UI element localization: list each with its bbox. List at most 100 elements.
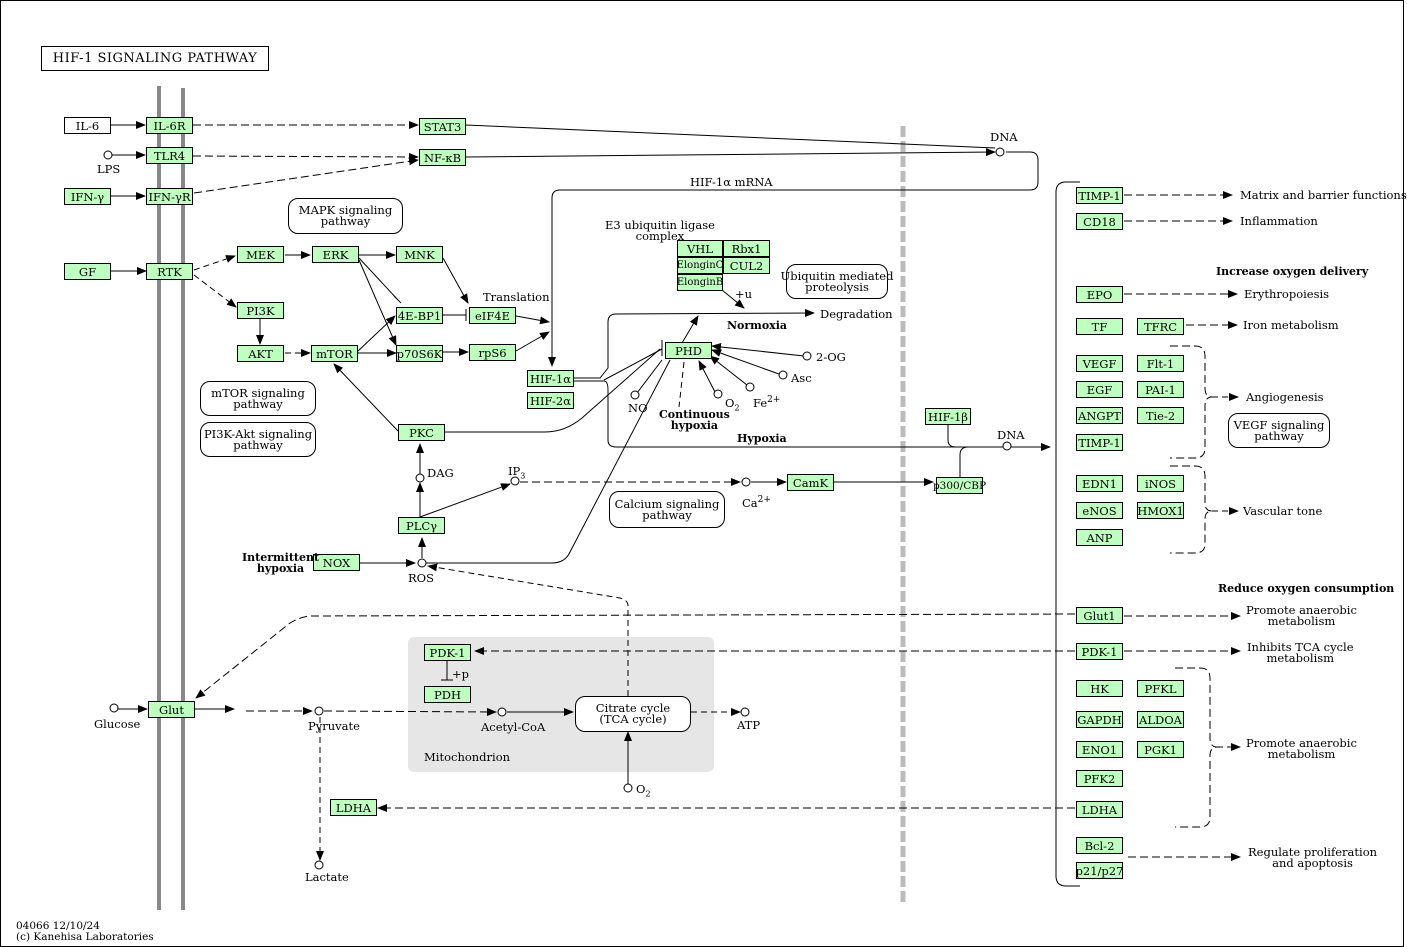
- pathway-title: HIF-1 SIGNALING PATHWAY: [41, 46, 269, 71]
- label-acetyl-coa: Acetyl-CoA: [481, 720, 546, 734]
- gene-plcy[interactable]: PLCγ: [398, 517, 445, 534]
- gene-erk[interactable]: ERK: [312, 246, 359, 263]
- gene-rbx1[interactable]: Rbx1: [723, 240, 770, 257]
- gene-pdk1-right[interactable]: PDK-1: [1076, 643, 1123, 660]
- label-continuous-hypoxia: Continuous hypoxia: [659, 408, 730, 432]
- gene-4ebp1[interactable]: 4E-BP1: [396, 307, 443, 324]
- label-e3-ligase: E3 ubiquitin ligase complex: [605, 218, 715, 243]
- gene-hif1b[interactable]: HIF-1β: [925, 408, 971, 425]
- gene-angpt[interactable]: ANGPT: [1076, 407, 1123, 424]
- gene-mek[interactable]: MEK: [237, 246, 284, 263]
- gene-hmox1[interactable]: HMOX1: [1137, 502, 1184, 519]
- gene-tie2[interactable]: Tie-2: [1137, 407, 1184, 424]
- link-mapk-pathway[interactable]: MAPK signaling pathway: [288, 198, 403, 234]
- label-dna-top: DNA: [990, 130, 1018, 144]
- gene-p21-p27[interactable]: p21/p27: [1075, 862, 1124, 879]
- label-inflammation: Inflammation: [1240, 214, 1318, 228]
- link-vegf-pathway[interactable]: VEGF signaling pathway: [1228, 413, 1330, 448]
- gene-tlr4[interactable]: TLR4: [146, 147, 193, 164]
- gene-glut[interactable]: Glut: [148, 701, 195, 718]
- gene-gapdh[interactable]: GAPDH: [1076, 711, 1123, 728]
- gene-pdk1-mito[interactable]: PDK-1: [424, 644, 471, 661]
- gene-rtk[interactable]: RTK: [146, 263, 193, 280]
- gene-p70s6k[interactable]: p70S6K: [396, 345, 443, 362]
- gene-hif2a[interactable]: HIF-2α: [527, 392, 574, 409]
- gene-rps6[interactable]: rpS6: [469, 344, 516, 361]
- gene-gf[interactable]: GF: [64, 263, 111, 280]
- gene-pai1[interactable]: PAI-1: [1137, 381, 1184, 398]
- label-ros: ROS: [408, 571, 434, 585]
- gene-p300cbp[interactable]: p300/CBP: [933, 477, 986, 494]
- label-vascular-tone: Vascular tone: [1243, 504, 1323, 518]
- label-translation: Translation: [483, 290, 550, 304]
- label-erythropoiesis: Erythropoiesis: [1244, 287, 1330, 301]
- gene-epo[interactable]: EPO: [1076, 286, 1123, 303]
- gene-bcl2[interactable]: Bcl-2: [1076, 837, 1123, 854]
- gene-cul2[interactable]: CUL2: [723, 257, 770, 274]
- label-promote-anaerobic-2: Promote anaerobic metabolism: [1246, 736, 1357, 761]
- gene-glut1[interactable]: Glut1: [1076, 607, 1123, 624]
- gene-ifnyr[interactable]: IFN-γR: [146, 188, 193, 205]
- gene-eno1[interactable]: ENO1: [1076, 741, 1123, 758]
- label-atp: ATP: [737, 718, 761, 732]
- label-lactate: Lactate: [305, 870, 349, 884]
- label-hif-mrna: HIF-1α mRNA: [690, 175, 773, 189]
- gene-timp1-b[interactable]: TIMP-1: [1076, 434, 1123, 451]
- gene-mnk[interactable]: MNK: [396, 246, 443, 263]
- gene-eif4e[interactable]: eIF4E: [469, 307, 516, 324]
- gene-pkc[interactable]: PKC: [398, 424, 445, 441]
- label-promote-anaerobic-1: Promote anaerobic metabolism: [1246, 603, 1357, 628]
- gene-pgk1[interactable]: PGK1: [1137, 741, 1184, 758]
- gene-inos[interactable]: iNOS: [1137, 475, 1184, 492]
- gene-ifny[interactable]: IFN-γ: [64, 188, 111, 205]
- label-inhibits-tca: Inhibits TCA cycle metabolism: [1247, 640, 1354, 665]
- gene-edn1[interactable]: EDN1: [1076, 475, 1123, 492]
- link-tca-cycle[interactable]: Citrate cycle (TCA cycle): [575, 696, 691, 732]
- gene-pdh[interactable]: PDH: [424, 686, 471, 703]
- gene-tfrc[interactable]: TFRC: [1137, 318, 1184, 335]
- label-lps: LPS: [97, 162, 121, 176]
- gene-hif1a[interactable]: HIF-1α: [527, 370, 574, 387]
- link-ubiquitin-proteolysis[interactable]: Ubiquitin mediated proteolysis: [781, 264, 893, 299]
- gene-cd18[interactable]: CD18: [1076, 213, 1123, 230]
- link-mtor-pathway[interactable]: mTOR signaling pathway: [200, 381, 316, 416]
- label-matrix-barrier: Matrix and barrier functions: [1240, 188, 1407, 202]
- ligand-il6[interactable]: IL-6: [64, 117, 111, 134]
- gene-pfkl[interactable]: PFKL: [1137, 680, 1184, 697]
- gene-mtor[interactable]: mTOR: [311, 345, 358, 362]
- gene-nox[interactable]: NOX: [313, 554, 360, 571]
- gene-enos[interactable]: eNOS: [1076, 502, 1123, 519]
- gene-camk[interactable]: CamK: [787, 474, 834, 491]
- label-ip3: IP3: [508, 464, 526, 481]
- label-plus-p: +p: [452, 667, 469, 681]
- gene-aldoa[interactable]: ALDOA: [1137, 711, 1184, 728]
- gene-vhl[interactable]: VHL: [677, 240, 723, 257]
- gene-phd[interactable]: PHD: [665, 342, 712, 359]
- label-o2-phd: O2: [725, 396, 740, 413]
- gene-ldha-left[interactable]: LDHA: [330, 799, 377, 816]
- gene-nfkb[interactable]: NF-κB: [419, 149, 466, 166]
- label-normoxia: Normoxia: [727, 319, 788, 332]
- link-calcium-pathway[interactable]: Calcium signaling pathway: [609, 491, 725, 528]
- gene-ldha-right[interactable]: LDHA: [1076, 801, 1123, 818]
- gene-pfk2[interactable]: PFK2: [1076, 770, 1123, 787]
- gene-egf[interactable]: EGF: [1076, 381, 1123, 398]
- gene-akt[interactable]: AKT: [237, 345, 284, 362]
- link-pi3k-akt-pathway[interactable]: PI3K-Akt signaling pathway: [200, 422, 316, 457]
- gene-anp[interactable]: ANP: [1076, 529, 1123, 546]
- gene-stat3[interactable]: STAT3: [419, 118, 466, 135]
- gene-elonginb[interactable]: ElonginB: [677, 274, 723, 291]
- gene-tf[interactable]: TF: [1076, 318, 1123, 335]
- label-increase-oxygen: Increase oxygen delivery: [1216, 265, 1369, 278]
- gene-il6r[interactable]: IL-6R: [146, 117, 193, 134]
- gene-vegf[interactable]: VEGF: [1076, 355, 1123, 372]
- gene-elonginc[interactable]: ElonginC: [677, 257, 723, 274]
- gene-timp1[interactable]: TIMP-1: [1076, 187, 1123, 204]
- gene-flt1[interactable]: Flt-1: [1137, 355, 1184, 372]
- label-dna-mid: DNA: [997, 428, 1025, 442]
- label-angiogenesis: Angiogenesis: [1246, 390, 1324, 404]
- gene-pi3k[interactable]: PI3K: [237, 302, 284, 319]
- gene-hk[interactable]: HK: [1076, 680, 1123, 697]
